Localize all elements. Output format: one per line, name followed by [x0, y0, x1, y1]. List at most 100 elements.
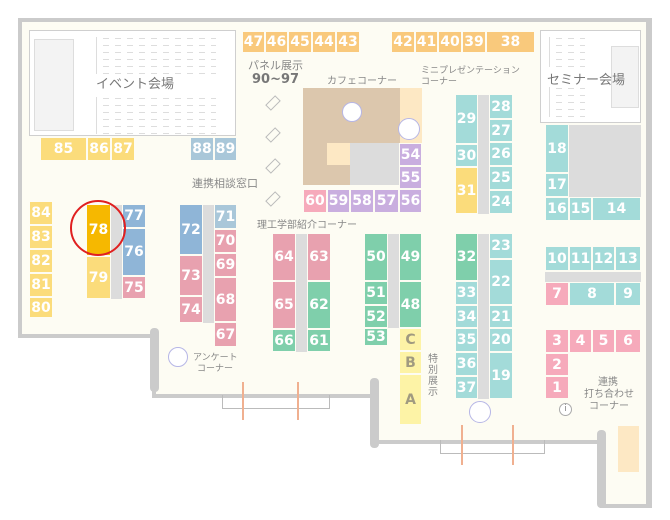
booth-29[interactable]: 29 — [455, 94, 478, 144]
booth-22[interactable]: 22 — [489, 259, 513, 305]
booth-84[interactable]: 84 — [29, 201, 53, 225]
booth-57[interactable]: 57 — [374, 189, 399, 213]
entrance-door[interactable] — [222, 395, 330, 409]
booth-55[interactable]: 55 — [399, 166, 422, 189]
booth-58[interactable]: 58 — [350, 189, 374, 213]
entrance-door[interactable] — [440, 440, 545, 454]
booth-26[interactable]: 26 — [489, 142, 513, 166]
booth-59[interactable]: 59 — [327, 189, 350, 213]
booth-14[interactable]: 14 — [592, 197, 641, 221]
booth-32[interactable]: 32 — [455, 233, 478, 281]
booth-62[interactable]: 62 — [307, 281, 331, 329]
booth-16[interactable]: 16 — [545, 197, 569, 221]
booth-79[interactable]: 79 — [86, 256, 111, 299]
booth-3[interactable]: 3 — [545, 329, 569, 353]
booth-81[interactable]: 81 — [29, 273, 53, 297]
pillar — [370, 378, 379, 448]
booth-65[interactable]: 65 — [272, 281, 296, 329]
booth-69[interactable]: 69 — [214, 253, 237, 277]
booth-67[interactable]: 67 — [214, 322, 237, 347]
booth-9[interactable]: 9 — [615, 282, 641, 306]
booth-83[interactable]: 83 — [29, 225, 53, 249]
booth-36[interactable]: 36 — [455, 352, 478, 376]
booth-70[interactable]: 70 — [214, 229, 237, 253]
booth-20[interactable]: 20 — [489, 328, 513, 352]
booth-39[interactable]: 39 — [462, 31, 486, 53]
booth-86[interactable]: 86 — [87, 137, 111, 161]
booth-75[interactable]: 75 — [122, 276, 146, 299]
booth-48[interactable]: 48 — [399, 281, 422, 328]
science-label: 理工学部紹介コーナー — [257, 220, 357, 231]
booth-63[interactable]: 63 — [307, 233, 331, 281]
booth-42[interactable]: 42 — [391, 31, 415, 53]
booth-71[interactable]: 71 — [214, 204, 237, 229]
booth-C[interactable]: C — [399, 328, 422, 351]
booth-68[interactable]: 68 — [214, 277, 237, 322]
aisle-divider — [478, 234, 489, 399]
booth-73[interactable]: 73 — [179, 255, 203, 296]
booth-1[interactable]: 1 — [545, 376, 569, 399]
booth-41[interactable]: 41 — [415, 31, 438, 53]
booth-51[interactable]: 51 — [364, 281, 388, 305]
booth-44[interactable]: 44 — [312, 31, 336, 53]
booth-12[interactable]: 12 — [592, 246, 615, 271]
booth-54[interactable]: 54 — [399, 143, 422, 166]
booth-64[interactable]: 64 — [272, 233, 296, 281]
booth-47[interactable]: 47 — [242, 31, 265, 53]
booth-33[interactable]: 33 — [455, 281, 478, 305]
booth-18[interactable]: 18 — [545, 124, 569, 173]
booth-B[interactable]: B — [399, 351, 422, 374]
booth-10[interactable]: 10 — [545, 246, 569, 271]
booth-7[interactable]: 7 — [545, 282, 569, 306]
booth-89[interactable]: 89 — [214, 137, 237, 161]
booth-24[interactable]: 24 — [489, 190, 513, 214]
booth-28[interactable]: 28 — [489, 94, 513, 119]
booth-8[interactable]: 8 — [569, 282, 615, 306]
booth-61[interactable]: 61 — [307, 329, 331, 352]
booth-23[interactable]: 23 — [489, 233, 513, 259]
booth-2[interactable]: 2 — [545, 353, 569, 376]
booth-76[interactable]: 76 — [122, 228, 146, 276]
booth-38[interactable]: 38 — [486, 31, 535, 53]
booth-21[interactable]: 21 — [489, 305, 513, 328]
consult-label: 連携相談窓口 — [192, 177, 258, 190]
booth-5[interactable]: 5 — [592, 329, 615, 353]
booth-52[interactable]: 52 — [364, 305, 388, 328]
booth-43[interactable]: 43 — [336, 31, 360, 53]
booth-13[interactable]: 13 — [615, 246, 641, 271]
booth-A[interactable]: A — [399, 374, 422, 425]
booth-85[interactable]: 85 — [40, 137, 87, 161]
booth-74[interactable]: 74 — [179, 296, 203, 323]
booth-4[interactable]: 4 — [569, 329, 592, 353]
booth-88[interactable]: 88 — [190, 137, 214, 161]
booth-11[interactable]: 11 — [569, 246, 592, 271]
seminar-hall[interactable]: セミナー会場 — [540, 30, 641, 123]
booth-31[interactable]: 31 — [455, 167, 478, 214]
booth-82[interactable]: 82 — [29, 249, 53, 273]
booth-17[interactable]: 17 — [545, 173, 569, 197]
event-hall[interactable]: イベント会場 — [29, 30, 236, 136]
booth-30[interactable]: 30 — [455, 144, 478, 167]
booth-6[interactable]: 6 — [615, 329, 641, 353]
booth-50[interactable]: 50 — [364, 233, 388, 281]
booth-46[interactable]: 46 — [265, 31, 288, 53]
booth-66[interactable]: 66 — [272, 329, 296, 352]
booth-72[interactable]: 72 — [179, 204, 203, 255]
booth-40[interactable]: 40 — [438, 31, 462, 53]
booth-45[interactable]: 45 — [288, 31, 312, 53]
info-icon[interactable]: i — [559, 403, 572, 416]
booth-27[interactable]: 27 — [489, 119, 513, 142]
booth-35[interactable]: 35 — [455, 328, 478, 352]
booth-56[interactable]: 56 — [399, 189, 422, 213]
booth-80[interactable]: 80 — [29, 297, 53, 318]
booth-15[interactable]: 15 — [569, 197, 592, 221]
booth-25[interactable]: 25 — [489, 166, 513, 190]
meeting-corner-label: 打ち合わせ — [584, 389, 634, 400]
booth-87[interactable]: 87 — [111, 137, 135, 161]
booth-34[interactable]: 34 — [455, 305, 478, 328]
booth-60[interactable]: 60 — [303, 189, 327, 213]
booth-53[interactable]: 53 — [364, 328, 388, 346]
booth-19[interactable]: 19 — [489, 352, 513, 399]
booth-37[interactable]: 37 — [455, 376, 478, 399]
booth-49[interactable]: 49 — [399, 233, 422, 281]
